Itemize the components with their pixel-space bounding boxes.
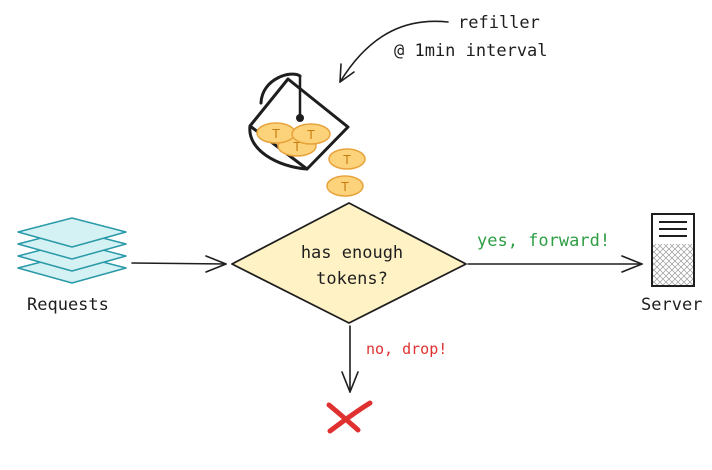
token-coin-icon: T [291,123,331,145]
decision-line-1: has enough [300,243,404,263]
token-coin-icon: T [328,148,366,170]
svg-text:T: T [292,140,301,154]
token-coins: T T T T T [256,122,366,197]
svg-text:T: T [271,127,280,141]
token-coin-icon: T [326,175,364,197]
token-coin-icon: T [256,122,296,144]
no-arrow [341,325,359,393]
refiller-label: refiller [458,13,540,33]
decision-text: has enough tokens? [262,240,442,292]
svg-text:T: T [340,180,349,194]
decision-line-2: tokens? [316,269,388,289]
server-icon [651,213,695,287]
requests-stack-icon [17,217,127,284]
yes-forward-label: yes, forward! [477,231,611,251]
no-drop-label: no, drop! [366,340,448,358]
requests-label: Requests [27,295,109,315]
refiller-interval-label: @ 1min interval [394,41,548,61]
server-label: Server [641,295,703,315]
decision-diamond [231,202,467,324]
svg-text:T: T [342,153,351,167]
yes-arrow [467,255,643,273]
svg-text:T: T [306,128,315,142]
drop-x-icon [326,400,373,434]
requests-arrow [131,255,227,273]
refiller-arrow [339,20,449,83]
